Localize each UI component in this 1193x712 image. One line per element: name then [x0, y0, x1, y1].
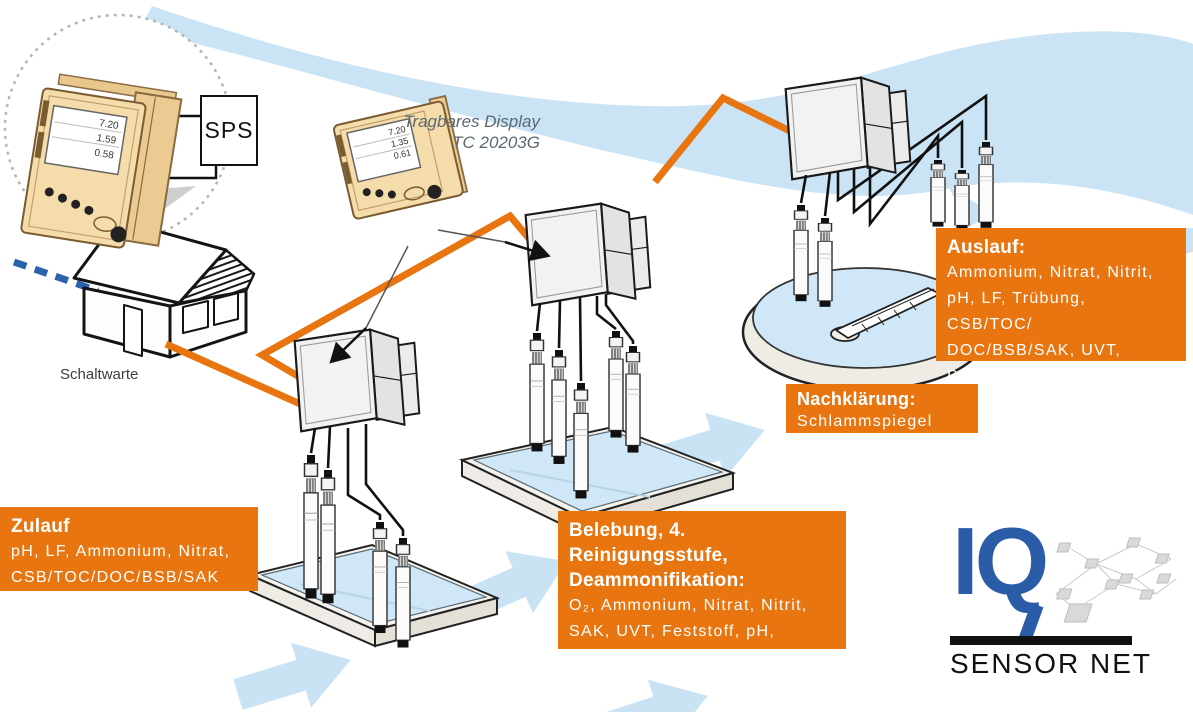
portable-display-screen — [346, 117, 422, 183]
house-window — [213, 292, 239, 326]
logo-iq-mark: IQ — [952, 508, 1049, 615]
svg-text:0.61: 0.61 — [393, 147, 412, 161]
belebung-line: O₂, Ammonium, Nitrat, Nitrit, — [569, 597, 808, 614]
label-box-belebung: Belebung, 4. Reinigungsstufe, Deammonifi… — [558, 511, 846, 666]
control-room-label: Schaltwarte — [60, 366, 139, 383]
auslauf-line: pH, LF, Trübung, CSB/TOC/ — [947, 290, 1087, 333]
sensor-probe — [608, 330, 624, 439]
zulauf-line: CSB/TOC/DOC/BSB/SAK — [11, 569, 220, 586]
sensor-probe — [793, 204, 809, 302]
nachklaerung-title: Nachklärung: — [797, 389, 916, 409]
flow-swoosh-top — [140, 6, 1193, 215]
controller-device: 7.20 1.59 0.58 — [20, 73, 183, 249]
sensor-probe — [551, 349, 567, 465]
belebung-line: Phosphat — [569, 649, 648, 666]
logo-wordmark: SENSOR NET — [950, 648, 1153, 679]
sensor-probe — [320, 469, 336, 604]
label-box-zulauf: Zulauf pH, LF, Ammonium, Nitrat, CSB/TOC… — [0, 507, 258, 591]
auslauf-line: Phosphat, Farbe — [947, 368, 1085, 385]
portable-display-caption-line2: TC 20203G — [452, 133, 540, 152]
sensor-probe — [372, 521, 388, 634]
logo-bar — [950, 636, 1132, 645]
sps-label: SPS — [204, 117, 254, 143]
auslauf-line: Ammonium, Nitrat, Nitrit, — [947, 264, 1154, 281]
belebung-title-line1: Belebung, 4. Reinigungsstufe, — [569, 520, 728, 566]
sensor-probe — [303, 454, 319, 600]
portable-display-device: 7.20 1.35 0.61 — [332, 94, 469, 220]
svg-text:1.35: 1.35 — [390, 136, 409, 150]
auslauf-title: Auslauf: — [947, 237, 1026, 258]
dashed-feed-line — [12, 258, 100, 295]
sensor-probe — [930, 159, 946, 228]
svg-text:7.20: 7.20 — [387, 124, 406, 138]
sps-box: SPS — [200, 95, 258, 166]
auslauf-line: DOC/BSB/SAK, UVT, — [947, 342, 1122, 359]
flow-arrow — [590, 679, 708, 712]
svg-text:0.58: 0.58 — [94, 148, 115, 162]
sensor-probe — [817, 217, 833, 308]
controller-screen — [43, 104, 128, 176]
sps-connector-lines — [162, 114, 218, 180]
label-box-auslauf: Auslauf: Ammonium, Nitrat, Nitrit, pH, L… — [936, 228, 1186, 385]
portable-display-caption-line1: Tragbares Display — [403, 112, 540, 131]
station-module-3 — [784, 76, 912, 181]
zulauf-line: pH, LF, Ammonium, Nitrat, — [11, 543, 231, 560]
display-pointer-lines — [329, 229, 551, 364]
label-box-nachklaerung: Nachklärung: Schlammspiegel — [786, 384, 978, 433]
sensor-cables — [309, 171, 832, 536]
sensor-probe — [625, 345, 641, 454]
control-room-house — [72, 218, 256, 359]
svg-text:1.59: 1.59 — [96, 133, 117, 147]
iq-sensor-net-logo: IQ SENSOR NET — [936, 512, 1192, 702]
svg-text:7.20: 7.20 — [98, 118, 119, 132]
sensor-probe — [978, 141, 994, 229]
logo-network-graphic — [1055, 537, 1177, 623]
sensor-probe — [529, 332, 545, 453]
station-module-1 — [293, 328, 421, 433]
house-window — [182, 300, 209, 334]
orange-cable-station2-to-station3 — [652, 93, 794, 185]
sensor-cables-station3-right — [836, 93, 988, 228]
nachklaerung-line: Schlammspiegel — [797, 413, 933, 430]
sensor-probe — [395, 537, 411, 649]
flow-arrow — [233, 642, 351, 710]
belebung-title-line2: Deammonifikation: — [569, 570, 746, 591]
house-door — [123, 304, 143, 357]
belebung-line: SAK, UVT, Feststoff, pH, — [569, 623, 776, 640]
zulauf-title: Zulauf — [11, 516, 70, 537]
portable-display-caption: Tragbares Display TC 20203G — [365, 111, 540, 153]
sensor-probe — [954, 169, 970, 230]
clarifier-nachklaerung — [741, 267, 989, 392]
sensor-probe — [573, 382, 589, 500]
